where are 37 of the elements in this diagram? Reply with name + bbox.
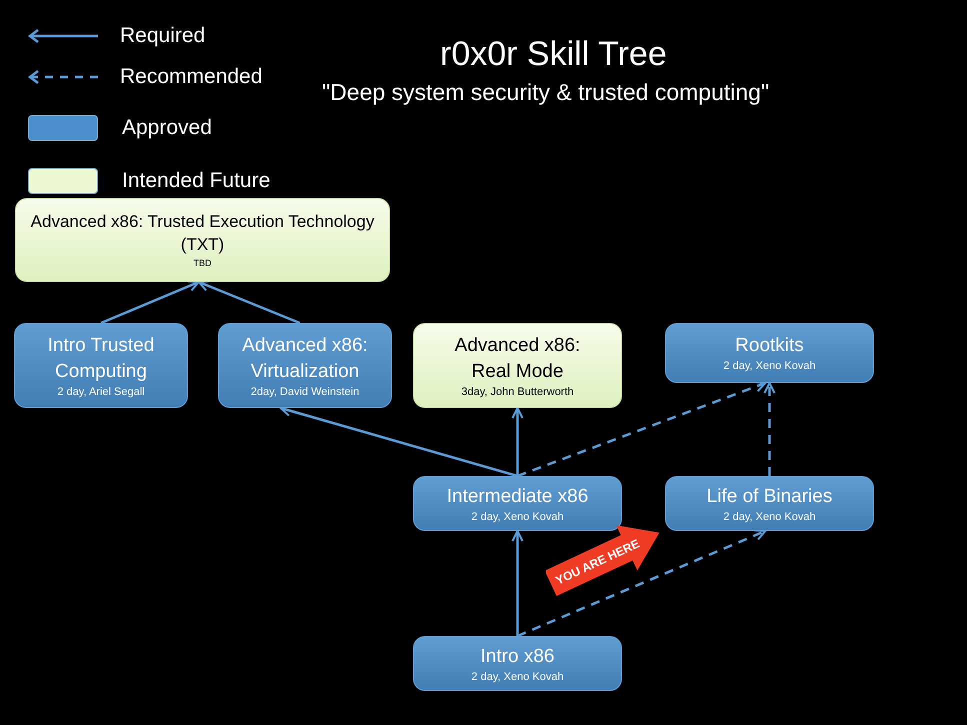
future-course-box [15,198,390,282]
legend-label: Approved [122,115,212,141]
course-title: Intro Trusted Computing [46,334,156,384]
course-details: 2 day, Xeno Kovah [471,670,564,684]
course-box [665,476,874,531]
arrow [512,530,524,636]
arrow [100,280,200,324]
course-details: 2 day, Ariel Segall [57,384,145,398]
course-details: 2 day, Xeno Kovah [723,359,816,373]
course-title: Rootkits [735,334,804,358]
course-title: Advanced x86: Trusted Execution Technology (TXT) [30,211,376,256]
course-title: Intermediate x86 [446,484,588,508]
course-details: 2day, David Weinstein [250,384,360,398]
course-title: Advanced x86: Virtualization [241,334,369,384]
dashed-arrow [517,380,766,478]
course-box [14,323,188,408]
dashed-arrow [764,382,776,476]
future-course-box [413,323,622,408]
course-details: TBD [194,257,212,270]
course-box [665,323,874,383]
diagram-subtitle: "Deep system security & trusted computing" [322,78,770,106]
course-title: Life of Binaries [706,484,832,508]
arrow [512,407,524,476]
dashed-arrow [517,529,766,638]
course-box [218,323,392,408]
arrow [198,280,300,324]
course-box [413,476,622,531]
course-box [413,636,622,691]
course-details: 2 day, Xeno Kovah [723,510,816,524]
course-details: 2 day, Xeno Kovah [471,510,564,524]
legend-label: Recommended [120,64,262,90]
course-title: Intro x86 [480,644,554,668]
course-details: 3day, John Butterworth [461,384,574,398]
legend-label: Required [120,23,206,49]
diagram-title: r0x0r Skill Tree [440,34,667,74]
legend-label: Intended Future [122,168,270,194]
course-title: Advanced x86: Real Mode [454,334,582,384]
